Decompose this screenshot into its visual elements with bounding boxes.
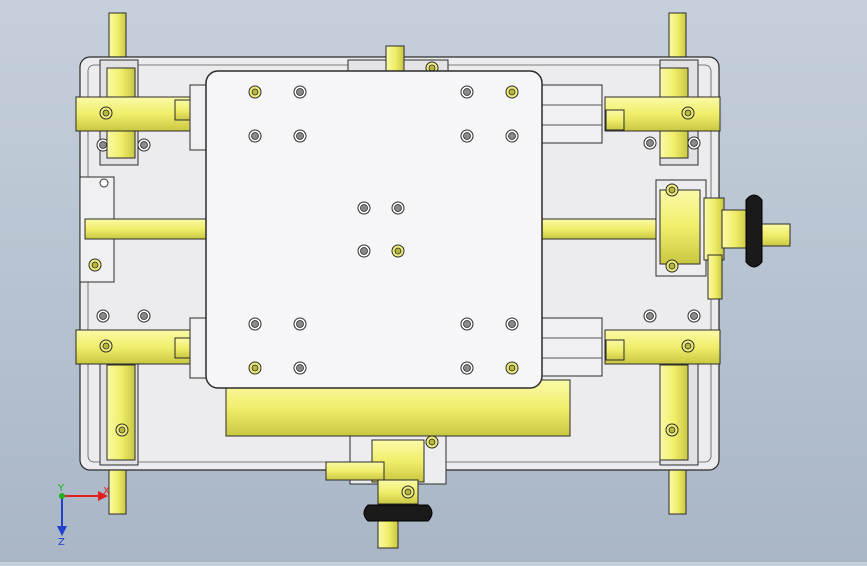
y-axis-label: Y bbox=[57, 483, 65, 494]
x-axis-label: X bbox=[103, 486, 110, 497]
lower-tray bbox=[225, 379, 571, 437]
corner-posts bbox=[108, 12, 687, 515]
horizontal-clamp-bars bbox=[75, 96, 721, 365]
y-axis-dot-icon bbox=[59, 493, 65, 499]
z-axis-arrow-icon bbox=[57, 526, 67, 536]
y-adjuster-assembly bbox=[325, 435, 447, 549]
x-axis-arrow-icon bbox=[98, 491, 108, 501]
guide-blocks bbox=[189, 84, 603, 379]
lead-screw-x bbox=[84, 218, 666, 240]
top-plate bbox=[205, 70, 543, 389]
z-axis-label: Z bbox=[58, 537, 65, 548]
y-hand-knob[interactable] bbox=[363, 504, 433, 522]
x-hand-knob[interactable] bbox=[745, 194, 763, 268]
axis-triad: X Y Z bbox=[57, 483, 110, 548]
